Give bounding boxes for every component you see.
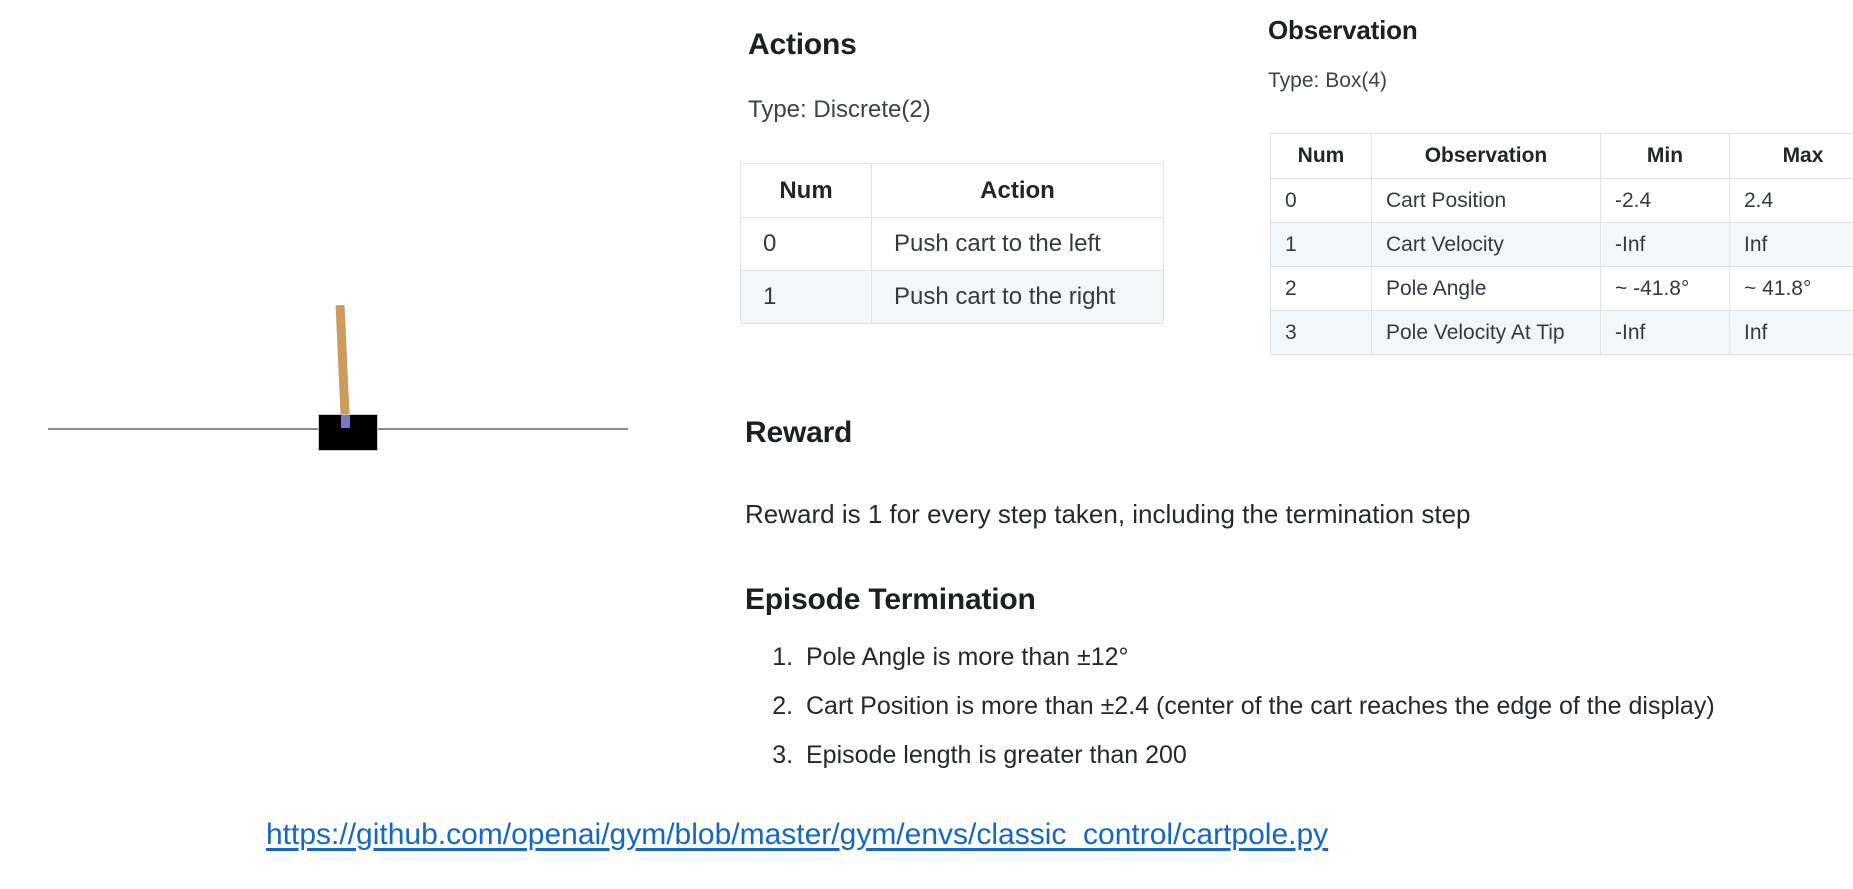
cell-min: -2.4: [1600, 178, 1730, 223]
observation-heading: Observation: [1268, 15, 1418, 45]
cell-num: 2: [1270, 266, 1372, 311]
cell-action: Push cart to the right: [871, 270, 1164, 324]
episode-termination-list: Pole Angle is more than ±12° Cart Positi…: [762, 645, 1715, 792]
reward-description: Reward is 1 for every step taken, includ…: [745, 499, 1471, 529]
cell-num: 1: [740, 270, 872, 324]
source-url-link[interactable]: https://github.com/openai/gym/blob/maste…: [266, 818, 1329, 851]
actions-type-label: Type: Discrete(2): [748, 96, 931, 123]
cell-observation: Pole Angle: [1371, 266, 1601, 311]
table-header-row: Num Observation Min Max: [1270, 133, 1853, 179]
cart-icon: [318, 414, 378, 451]
pole-icon: [335, 304, 350, 426]
table-row: 3 Pole Velocity At Tip -Inf Inf: [1270, 310, 1853, 355]
pole-axle-icon: [341, 415, 350, 428]
actions-table: Num Action 0 Push cart to the left 1 Pus…: [740, 163, 1164, 324]
list-item: Pole Angle is more than ±12°: [800, 645, 1715, 670]
cell-num: 0: [740, 217, 872, 271]
list-item: Episode length is greater than 200: [800, 743, 1715, 768]
column-header-action: Action: [871, 163, 1164, 218]
column-header-num: Num: [740, 163, 872, 218]
cell-max: Inf: [1729, 310, 1853, 355]
cartpole-illustration: [0, 230, 700, 530]
column-header-num: Num: [1270, 133, 1372, 179]
table-row: 0 Push cart to the left: [740, 217, 1164, 271]
cell-min: -Inf: [1600, 310, 1730, 355]
episode-termination-heading: Episode Termination: [745, 583, 1036, 616]
table-row: 1 Cart Velocity -Inf Inf: [1270, 222, 1853, 267]
cell-observation: Pole Velocity At Tip: [1371, 310, 1601, 355]
cell-min: -Inf: [1600, 222, 1730, 267]
table-row: 1 Push cart to the right: [740, 270, 1164, 324]
column-header-observation: Observation: [1371, 133, 1601, 179]
table-header-row: Num Action: [740, 163, 1164, 218]
cell-num: 1: [1270, 222, 1372, 267]
column-header-min: Min: [1600, 133, 1730, 179]
cell-max: Inf: [1729, 222, 1853, 267]
table-row: 0 Cart Position -2.4 2.4: [1270, 178, 1853, 223]
cell-max: 2.4: [1729, 178, 1853, 223]
cell-action: Push cart to the left: [871, 217, 1164, 271]
cell-num: 0: [1270, 178, 1372, 223]
observation-type-label: Type: Box(4): [1268, 69, 1388, 92]
cell-num: 3: [1270, 310, 1372, 355]
column-header-max: Max: [1729, 133, 1853, 179]
table-row: 2 Pole Angle ~ -41.8° ~ 41.8°: [1270, 266, 1853, 311]
cell-max: ~ 41.8°: [1729, 266, 1853, 311]
cell-observation: Cart Position: [1371, 178, 1601, 223]
list-item: Cart Position is more than ±2.4 (center …: [800, 694, 1715, 719]
reward-heading: Reward: [745, 416, 853, 449]
actions-heading: Actions: [748, 28, 857, 61]
cell-observation: Cart Velocity: [1371, 222, 1601, 267]
observation-table: Num Observation Min Max 0 Cart Position …: [1270, 133, 1853, 355]
cell-min: ~ -41.8°: [1600, 266, 1730, 311]
